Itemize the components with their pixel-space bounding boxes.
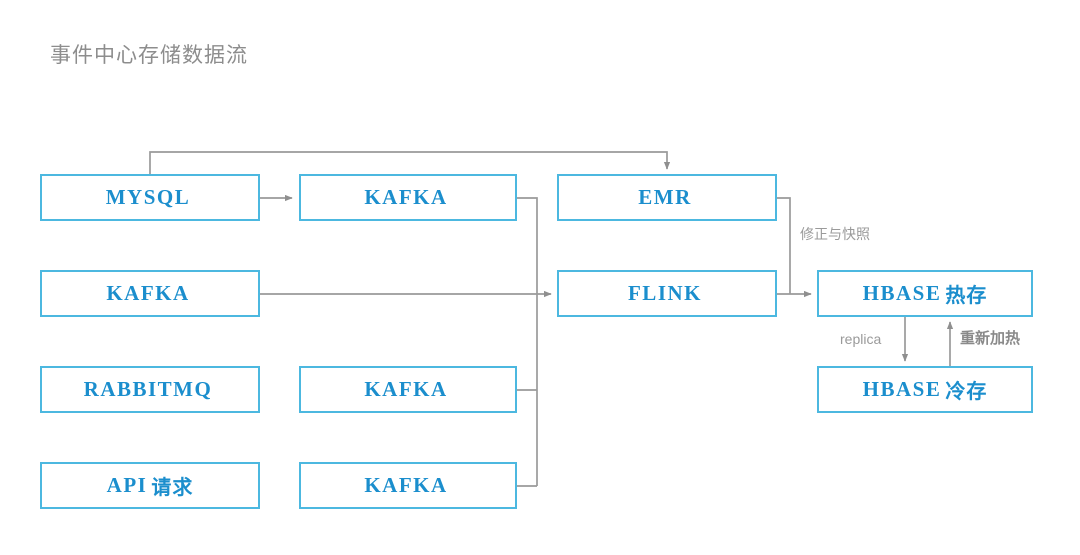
node-label: KAFKA [106, 281, 190, 305]
node-label: RABBITMQ [83, 377, 213, 401]
node-label-cjk: 冷存 [945, 379, 988, 403]
node-kafka-4[interactable]: KAFKA [299, 462, 517, 509]
node-label: KAFKA [364, 473, 448, 497]
node-label: FLINK [627, 281, 702, 305]
node-label: KAFKA [364, 377, 448, 401]
edge-label-reheat: 重新加热 [960, 329, 1021, 347]
node-flink[interactable]: FLINK [557, 270, 777, 317]
node-rabbitmq[interactable]: RABBITMQ [40, 366, 260, 413]
node-mysql[interactable]: MYSQL [40, 174, 260, 221]
node-kafka-1[interactable]: KAFKA [299, 174, 517, 221]
node-label-cjk: 热存 [945, 283, 988, 307]
edge-label-fix-snapshot: 修正与快照 [800, 227, 870, 243]
node-label: EMR [638, 185, 692, 209]
node-label: API [106, 473, 148, 497]
node-emr[interactable]: EMR [557, 174, 777, 221]
node-label: HBASE [862, 377, 942, 401]
node-label: KAFKA [364, 185, 448, 209]
node-label-cjk: 请求 [151, 475, 194, 499]
node-label: HBASE [862, 281, 942, 305]
node-label: MYSQL [105, 185, 191, 209]
node-kafka-3[interactable]: KAFKA [299, 366, 517, 413]
page-title: 事件中心存储数据流 [50, 43, 248, 67]
edge-kafka1-to-bus [517, 197, 538, 294]
edge-mysql-top-to-emr-top [149, 151, 671, 174]
edge-label-replica: replica [840, 331, 882, 347]
node-kafka-2[interactable]: KAFKA [40, 270, 260, 317]
edge-emr-to-hbase-hot [777, 197, 791, 294]
